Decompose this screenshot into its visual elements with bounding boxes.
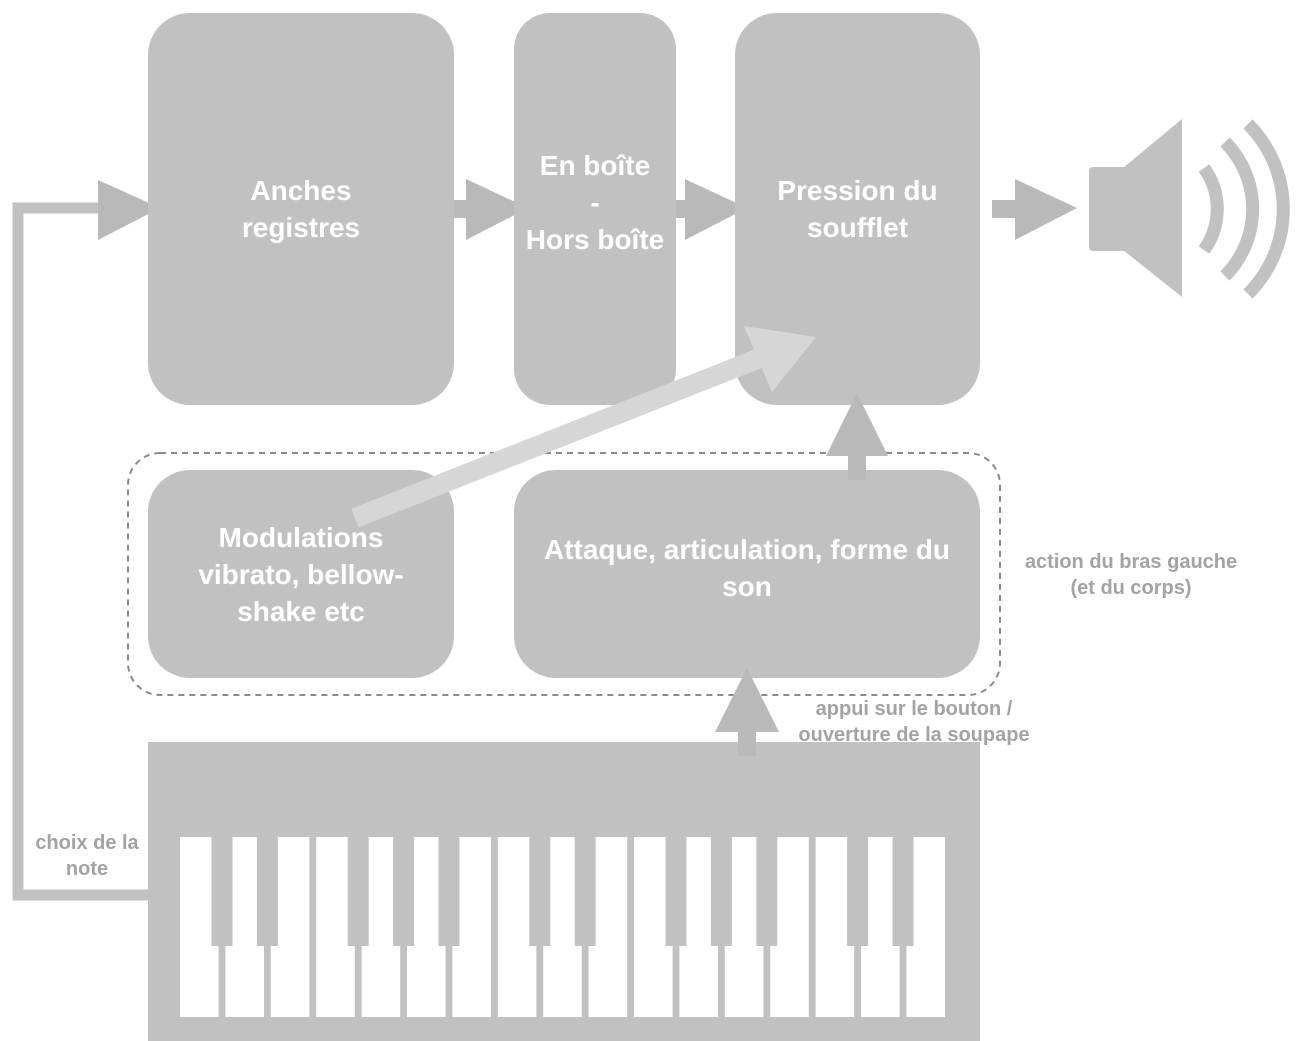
- keyboard-keys: [180, 837, 945, 1017]
- black-key: [892, 837, 914, 946]
- reeds-line1: Anches: [250, 175, 352, 206]
- black-key: [393, 837, 415, 946]
- left-arm-label: action du bras gauche (et du corps): [1006, 549, 1256, 601]
- button-press-line2: ouverture de la soupape: [798, 724, 1030, 746]
- swell-line3: Hors boîte: [525, 223, 665, 255]
- arrow-to-speaker-head: [1015, 179, 1077, 240]
- note-choice-line1: choix de la: [35, 832, 139, 854]
- attack-line1: Attaque, articulation, forme du: [543, 534, 951, 565]
- black-key: [756, 837, 778, 946]
- pressure-line1: Pression du: [777, 175, 938, 206]
- note-choice-line: [12, 202, 160, 901]
- black-key: [529, 837, 551, 946]
- attack-articulation-box: Attaque, articulation, forme du son: [514, 470, 980, 678]
- black-key: [574, 837, 596, 946]
- swell-line1: En boîte: [539, 149, 651, 181]
- note-choice-label: choix de la note: [22, 830, 152, 882]
- modulations-line3: shake etc: [237, 595, 365, 627]
- reeds-registers-box: Anches registres: [148, 13, 454, 405]
- button-press-label: appui sur le bouton / ouverture de la so…: [776, 696, 1052, 748]
- black-key: [665, 837, 687, 946]
- arrow-into-reeds: [98, 180, 160, 240]
- left-arm-line1: action du bras gauche: [1024, 551, 1238, 573]
- modulations-line2: vibrato, bellow-: [198, 558, 404, 590]
- black-key: [256, 837, 278, 946]
- pressure-line2: soufflet: [806, 212, 909, 243]
- arrow-reeds-to-box-head: [466, 179, 528, 240]
- speaker-icon: [1089, 119, 1290, 299]
- black-key: [710, 837, 732, 946]
- modulations-line1: Modulations: [218, 521, 384, 553]
- swell-box: En boîte - Hors boîte: [514, 13, 676, 405]
- black-key: [347, 837, 369, 946]
- left-arm-group-outline: [127, 452, 1001, 696]
- keyboard-icon: [148, 742, 980, 1041]
- arrow-to-speaker-shaft: [992, 200, 1020, 218]
- modulations-box: Modulations vibrato, bellow- shake etc: [148, 470, 454, 678]
- black-key: [438, 837, 460, 946]
- reeds-line2: registres: [241, 212, 361, 243]
- arrow-box-to-pressure-head: [685, 179, 747, 240]
- left-arm-line2: (et du corps): [1070, 577, 1192, 599]
- bellows-pressure-box: Pression du soufflet: [735, 13, 980, 405]
- note-choice-line2: note: [65, 858, 109, 880]
- black-key: [847, 837, 869, 946]
- black-key: [211, 837, 233, 946]
- button-press-line1: appui sur le bouton /: [815, 698, 1013, 720]
- attack-line2: son: [722, 571, 772, 602]
- swell-line2: -: [590, 186, 600, 218]
